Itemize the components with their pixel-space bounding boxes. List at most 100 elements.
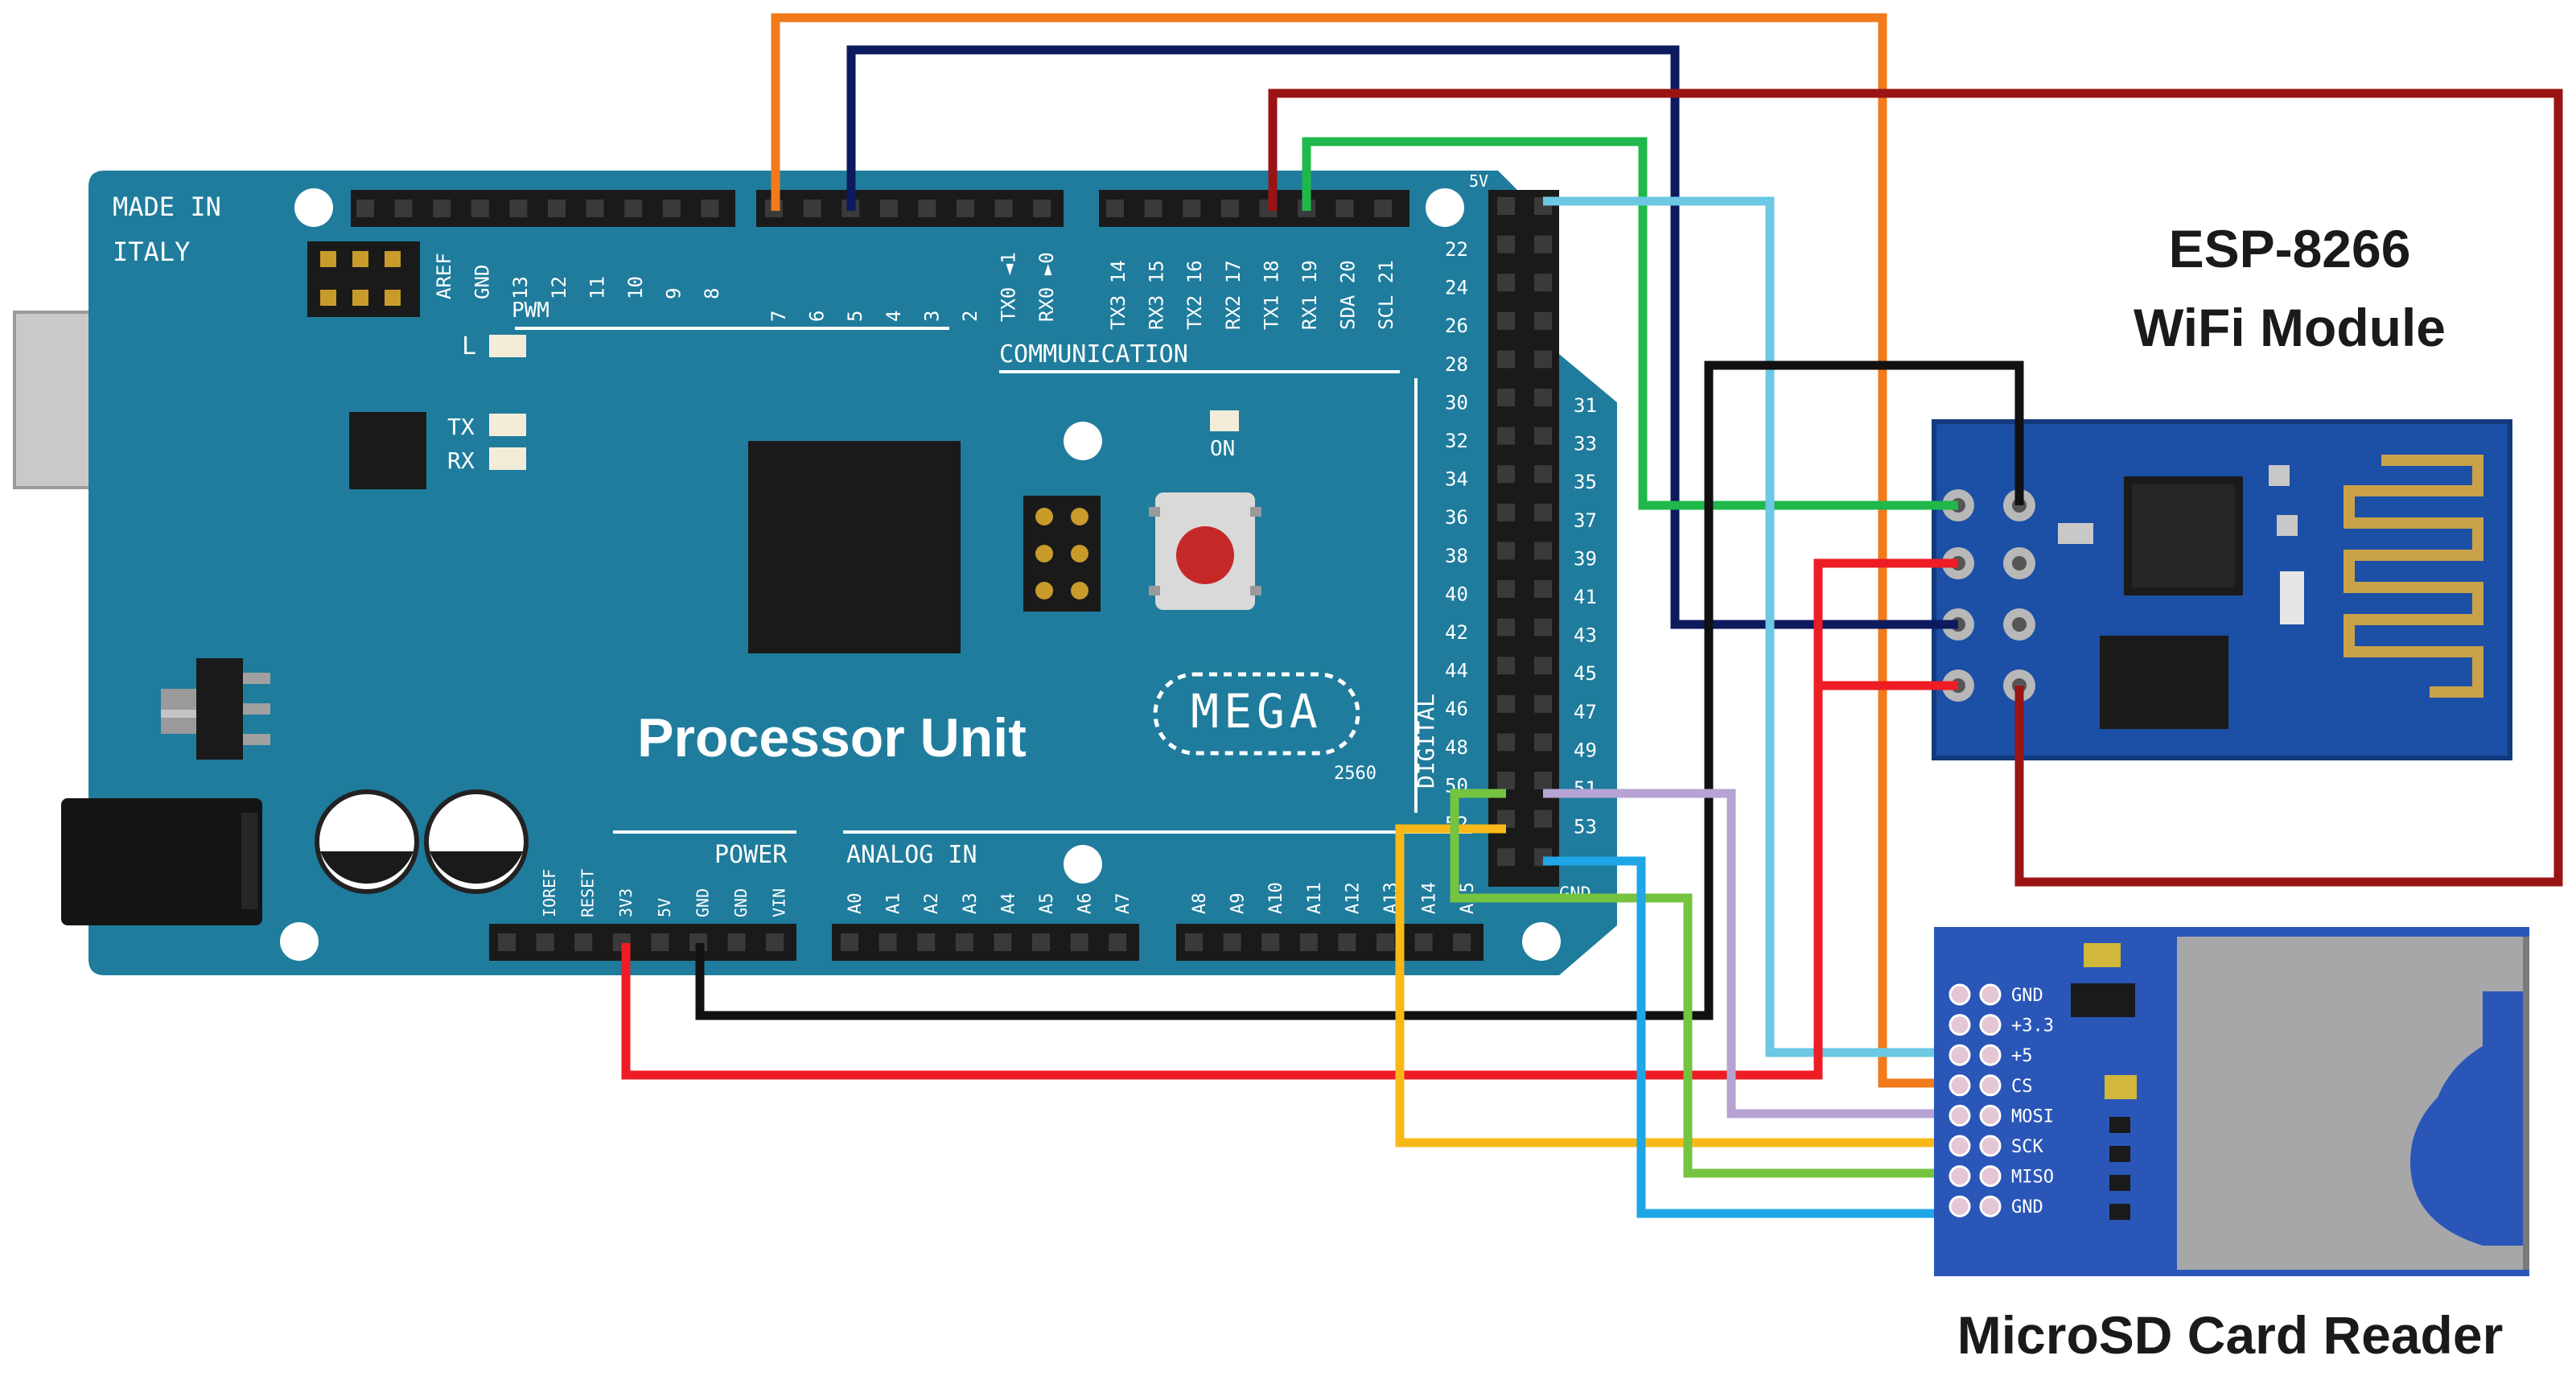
pin-hole	[1497, 772, 1515, 789]
on-label: ON	[1210, 437, 1235, 461]
mounting-hole	[1064, 845, 1102, 884]
pin-hole	[957, 200, 974, 217]
pin-hole	[433, 200, 451, 217]
pin-hole	[1534, 733, 1552, 752]
pin-label: 35	[1574, 471, 1597, 493]
pin-label: RX0 ►0	[1035, 252, 1058, 322]
pin-label: 3V3	[616, 888, 636, 917]
mega-logo: MEGA	[1191, 684, 1323, 739]
sd-pin-label: +3.3	[2011, 1016, 2054, 1036]
wire-sky-pin53-to-sd-gnd	[1543, 856, 1934, 1218]
pin-label: 22	[1445, 238, 1468, 261]
pin-label: 44	[1445, 660, 1468, 682]
pin-hole	[1497, 274, 1515, 292]
wire-orange-pin7-to-sd-cs	[771, 13, 1934, 1088]
pin-hole	[1376, 933, 1394, 951]
pin-hole	[1109, 933, 1127, 951]
sd-pin	[1979, 1074, 2002, 1097]
pin-label: 5V	[655, 898, 674, 917]
sd-pin	[1979, 1014, 2002, 1036]
sd-pin	[1979, 1195, 2002, 1217]
pin-hole	[1106, 200, 1124, 217]
pin-label: 5	[844, 311, 866, 322]
pin-label: 34	[1445, 468, 1468, 491]
pin-hole	[356, 200, 374, 217]
pin-label: RX3 15	[1146, 260, 1168, 330]
sd-pin	[1948, 1074, 1971, 1097]
capacitor	[315, 789, 419, 894]
sd-pin	[1979, 983, 2002, 1006]
pin-label: 2	[959, 311, 981, 322]
icsp-header-top	[307, 241, 420, 317]
sd-pin	[1948, 1014, 1971, 1036]
capacitor	[424, 789, 529, 894]
pin-label: RX2 17	[1222, 260, 1245, 330]
pin-hole	[471, 200, 489, 217]
pin-hole	[1534, 311, 1552, 330]
pin-label: A3	[961, 893, 981, 915]
pin-label: 31	[1574, 394, 1597, 417]
pin-label: TX0 ◄1	[998, 252, 1020, 322]
pin-label: AREF	[433, 253, 455, 299]
sd-pin	[1948, 1165, 1971, 1188]
esp8266-module	[1932, 419, 2512, 760]
italy-label: ITALY	[113, 237, 190, 267]
pin-hole	[1223, 933, 1241, 951]
model-label: 2560	[1334, 764, 1376, 784]
led-on	[1210, 410, 1239, 431]
mounting-hole	[294, 188, 333, 227]
pin-hole	[1070, 933, 1088, 951]
pin-label: TX2 16	[1183, 260, 1206, 330]
sd-pin-label: GND	[2011, 986, 2043, 1006]
pin-hole	[994, 933, 1012, 951]
pin-label: 30	[1445, 391, 1468, 414]
pin-label: 49	[1574, 739, 1597, 761]
sd-pin	[1948, 1104, 1971, 1127]
pin-label: SCL 21	[1375, 260, 1397, 330]
pin-hole	[1534, 503, 1552, 521]
voltage-regulator	[161, 658, 270, 760]
wire-lightblue-pin22-to-sd-5v	[1543, 196, 1934, 1057]
mounting-hole	[1522, 922, 1561, 961]
pin-hole	[879, 933, 897, 951]
pin-hole	[1497, 235, 1515, 253]
wire-green-rx1-to-esp	[1302, 137, 1958, 510]
pin-label: 33	[1574, 433, 1597, 455]
power-jack-rim	[241, 813, 257, 909]
pin-label: A6	[1076, 893, 1096, 915]
sd-pin	[1979, 1104, 2002, 1127]
pin-hole	[651, 933, 669, 951]
pin-label: 4	[883, 311, 905, 322]
digital-label: DIGITAL	[1413, 694, 1439, 789]
pin-hole	[917, 933, 936, 951]
led-l-label: L	[462, 332, 476, 360]
reset-button[interactable]	[1149, 492, 1261, 610]
header-5v-label: 5V	[1469, 171, 1488, 191]
pin-label: 43	[1574, 624, 1597, 647]
pin-hole	[1534, 542, 1552, 560]
esp-title-line2: WiFi Module	[2134, 298, 2446, 357]
pin-hole	[1497, 311, 1515, 330]
sd-component	[2105, 1075, 2137, 1099]
pin-label: RX1 19	[1298, 260, 1321, 330]
pin-hole	[727, 933, 746, 951]
pin-label: SDA 20	[1337, 260, 1360, 330]
pin-hole	[1534, 235, 1552, 253]
pin-hole	[1497, 389, 1515, 406]
sd-card-slot	[2177, 937, 2526, 1270]
pin-hole	[1534, 426, 1552, 445]
pin-hole	[701, 200, 719, 217]
pin-hole	[1497, 848, 1515, 867]
header-analog-b	[1176, 924, 1483, 961]
icsp-header-main	[1023, 496, 1101, 612]
pin-label: 41	[1574, 586, 1597, 608]
pin-label: A11	[1305, 882, 1325, 914]
pin-hole	[1414, 933, 1433, 951]
pin-label: 36	[1445, 506, 1468, 529]
pin-label: 38	[1445, 545, 1468, 567]
pin-hole	[1534, 350, 1552, 369]
wire-purple-pin51-to-sd-mosi	[1543, 789, 1934, 1119]
pin-hole	[1335, 200, 1354, 217]
header-top-pwm2	[756, 190, 1064, 227]
